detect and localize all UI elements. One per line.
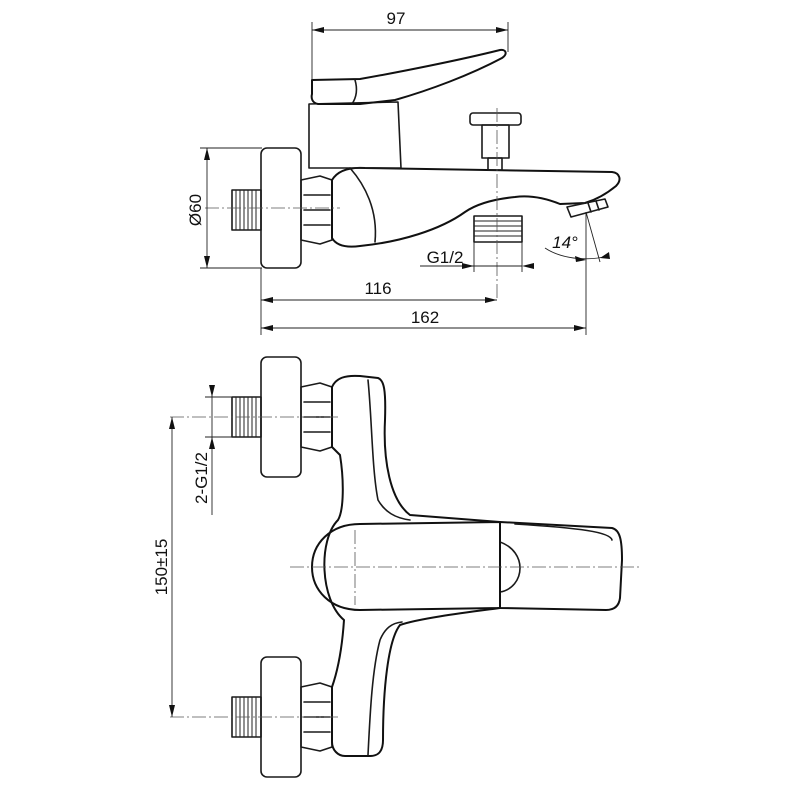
dim-inlet-spacing-label: 150±15 xyxy=(152,539,171,596)
front-vertical-body xyxy=(323,374,501,757)
front-lever-blade xyxy=(499,521,623,611)
side-diverter-knob xyxy=(469,112,522,171)
dim-162: 162 xyxy=(261,262,587,335)
dim-116-label: 116 xyxy=(364,279,391,298)
dim-inlet-threads-label: 2-G1/2 xyxy=(192,452,211,504)
side-hex-nut xyxy=(300,175,333,245)
front-handle-cap xyxy=(311,521,521,611)
dim-inlet-threads: 2-G1/2 xyxy=(192,385,233,515)
side-lever-handle xyxy=(310,48,507,105)
dim-outlet-thread-label: G1/2 xyxy=(427,248,464,267)
front-view: 2-G1/2 150±15 xyxy=(152,356,640,778)
dim-inlet-spacing: 150±15 xyxy=(152,417,175,717)
side-body-spout xyxy=(331,166,621,248)
dim-angle: 14° xyxy=(544,211,610,263)
side-cartridge xyxy=(308,101,402,169)
dim-162-label: 162 xyxy=(411,308,439,327)
dim-outlet-thread: G1/2 xyxy=(420,242,534,272)
dim-diameter: Ø60 xyxy=(186,147,262,269)
dim-97-label: 97 xyxy=(387,9,406,28)
dim-97: 97 xyxy=(311,9,509,80)
dim-angle-label: 14° xyxy=(552,233,578,252)
side-inlet-thread xyxy=(231,189,262,231)
side-view: 97 Ø60 G1/2 14° xyxy=(186,9,621,335)
dim-diameter-label: Ø60 xyxy=(186,194,205,226)
side-aerator xyxy=(566,198,609,218)
dim-116: 116 xyxy=(260,268,497,335)
side-outlet-thread xyxy=(473,215,523,243)
